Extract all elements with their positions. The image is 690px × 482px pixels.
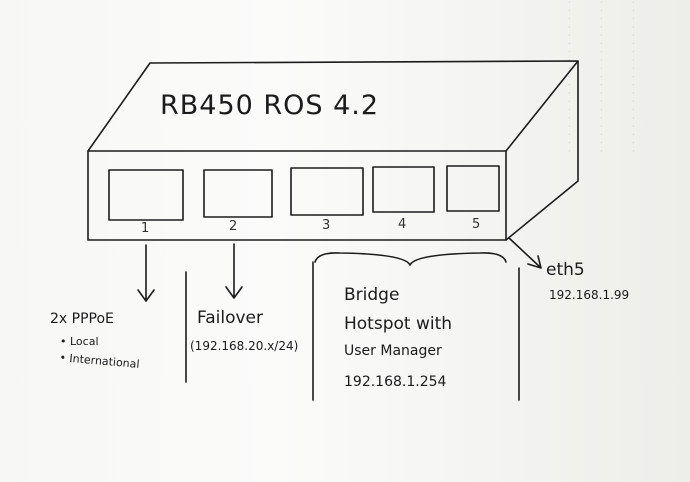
port-4: [372, 166, 435, 213]
pppoe-heading: 2x PPPoE: [50, 311, 114, 327]
bridge-line-3: User Manager: [344, 343, 442, 359]
port-1: [108, 169, 184, 221]
router-front-face: [87, 150, 507, 241]
port-number-5: 5: [472, 217, 481, 232]
bridge-brace: [314, 252, 507, 266]
port-number-3: 3: [322, 218, 331, 233]
eth5-name: eth5: [546, 260, 585, 280]
failover-heading: Failover: [197, 308, 263, 328]
port-number-4: 4: [398, 217, 407, 232]
router-side-face: [505, 60, 579, 241]
pppoe-item-local-text: Local: [70, 335, 99, 348]
device-title: RB450 ROS 4.2: [160, 90, 380, 121]
failover-subnet: (192.168.20.x/24): [190, 339, 299, 353]
port-5: [446, 165, 500, 212]
port-3: [290, 167, 364, 216]
port-2-arrow: [225, 243, 243, 299]
bridge-line-2: Hotspot with: [344, 314, 453, 334]
port-number-2: 2: [229, 219, 238, 234]
port-2: [203, 169, 273, 218]
bridge-ip: 192.168.1.254: [344, 374, 447, 390]
bridge-line-1: Bridge: [344, 285, 400, 305]
port-5-arrow: [508, 237, 542, 269]
pppoe-item-local: • Local: [60, 335, 99, 348]
eth5-ip: 192.168.1.99: [549, 288, 630, 302]
router-top-face: [87, 60, 579, 152]
port-number-1: 1: [141, 221, 150, 236]
port-1-arrow: [137, 244, 155, 302]
